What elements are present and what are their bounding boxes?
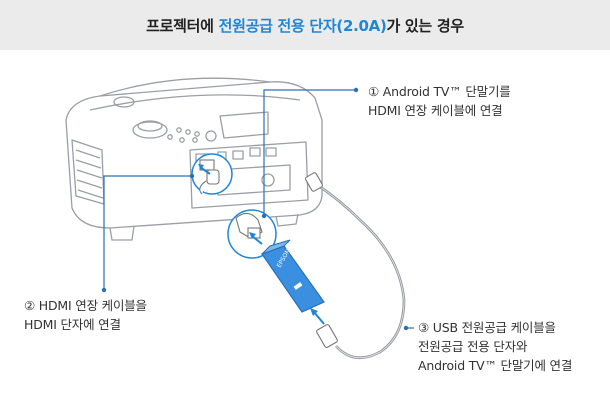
step-3-number: ③	[418, 320, 430, 335]
step-2-line1: HDMI 연장 케이블을	[38, 298, 147, 313]
usb-plug-device-end	[316, 324, 338, 348]
step-3-label: ③ USB 전원공급 케이블을 전원공급 전용 단자와 Android TV™ …	[418, 318, 572, 375]
page-title: 프로젝터에 전원공급 전용 단자(2.0A)가 있는 경우	[146, 15, 464, 36]
step-1-line1: Android TV™ 단말기를	[382, 84, 511, 99]
title-prefix: 프로젝터에	[146, 16, 219, 35]
header-bar: 프로젝터에 전원공급 전용 단자(2.0A)가 있는 경우	[0, 0, 610, 50]
title-highlight: 전원공급 전용 단자(2.0A)	[218, 16, 387, 35]
arrow-icon	[313, 311, 325, 325]
step-1-line2: HDMI 연장 케이블에 연결	[368, 103, 503, 118]
step-2-label: ② HDMI 연장 케이블을 HDMI 단자에 연결	[24, 296, 147, 334]
step-3-line1: USB 전원공급 케이블을	[432, 320, 556, 335]
step-3-line2: 전원공급 전용 단자와	[418, 339, 528, 354]
arrow-icon	[251, 235, 263, 245]
android-tv-device: EPSON	[261, 239, 325, 313]
step-3-line3: Android TV™ 단말기에 연결	[418, 358, 573, 373]
connection-diagram: EPSON	[65, 77, 414, 360]
usb-plug-projector-end	[304, 172, 324, 192]
step-1-number: ①	[368, 84, 380, 99]
step-1-label: ① Android TV™ 단말기를 HDMI 연장 케이블에 연결	[368, 82, 511, 120]
projector-illustration	[65, 77, 323, 241]
leader-line-step1	[263, 89, 356, 216]
step-2-line2: HDMI 단자에 연결	[24, 317, 121, 332]
title-suffix: 가 있는 경우	[386, 16, 465, 35]
step-2-number: ②	[24, 298, 36, 313]
arrow-head-icon	[249, 232, 256, 239]
arrow-head-icon	[310, 308, 318, 316]
leader-line-step2	[103, 175, 192, 290]
arrow-head-icon	[198, 164, 204, 170]
